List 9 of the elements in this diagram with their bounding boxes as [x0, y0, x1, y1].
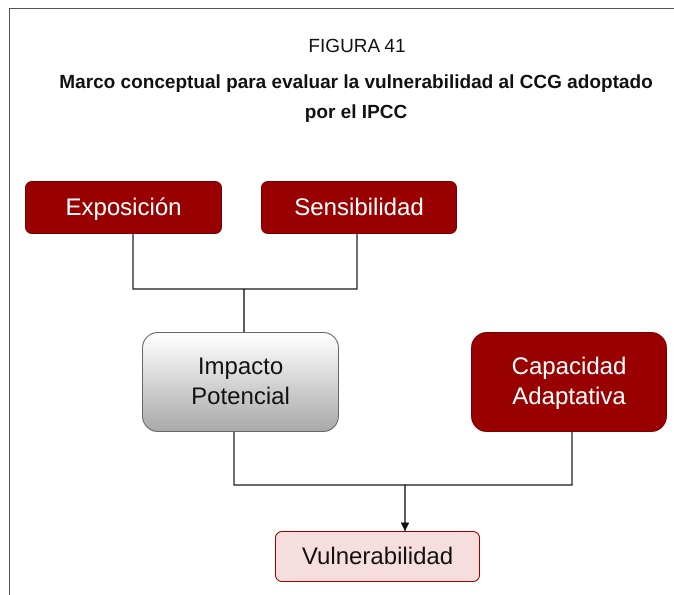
- process-box: Sensibilidad: [261, 181, 457, 234]
- process-box: Vulnerabilidad: [275, 531, 480, 582]
- arrow: [400, 432, 573, 531]
- process-box: Exposición: [25, 181, 222, 234]
- figure-number: FIGURA 41: [307, 36, 407, 58]
- process-box: Capacidad Adaptativa: [471, 332, 667, 432]
- process-box: Impacto Potencial: [142, 332, 339, 432]
- figure-title: Marco conceptual para evaluar la vulnerabilidad al CCG adoptado por el IPCC: [58, 71, 654, 125]
- connector-line: [243, 234, 358, 332]
